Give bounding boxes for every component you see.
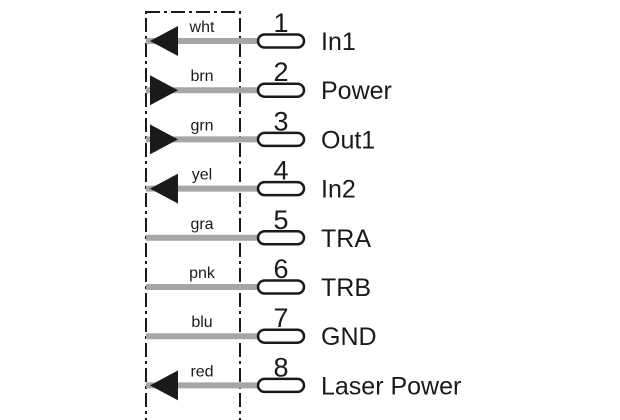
wire-color-label: brn: [190, 68, 213, 85]
arrow-right-icon: [150, 75, 178, 106]
wire-color-label: wht: [189, 19, 215, 36]
pin-contact: [256, 377, 306, 394]
pin-signal-name: In1: [321, 28, 356, 56]
pin-number: 6: [273, 254, 288, 284]
pin-number: 7: [273, 303, 288, 333]
pin-contact: [256, 180, 306, 197]
pin-contact: [256, 33, 306, 49]
pin-number: 5: [273, 205, 288, 235]
wire-color-label: blu: [191, 314, 212, 331]
wire-color-label: grn: [190, 117, 213, 134]
arrow-right-icon: [150, 124, 178, 155]
wire-color-label: yel: [192, 167, 212, 184]
pin-contact: [256, 230, 306, 246]
pin-contact: [256, 279, 306, 295]
pin-signal-name: TRA: [321, 225, 371, 253]
arrow-left-icon: [150, 26, 178, 56]
arrow-left-icon: [150, 173, 178, 204]
pin-contact: [256, 82, 306, 98]
pin-contact: [256, 131, 306, 148]
pin-number: 8: [273, 352, 288, 382]
pin-contact: [256, 328, 306, 344]
wire-color-label: red: [190, 363, 213, 380]
connector-housing-outline: [145, 11, 241, 420]
pin-number: 3: [273, 106, 288, 136]
pin-signal-name: Power: [321, 77, 392, 105]
pin-number: 1: [273, 8, 288, 38]
arrow-left-icon: [150, 370, 178, 401]
pin-signal-name: In2: [321, 176, 356, 204]
wire-color-label: pnk: [189, 265, 216, 282]
pin-signal-name: Out1: [321, 126, 375, 154]
wire-color-label: gra: [190, 216, 213, 233]
pin-signal-name: TRB: [321, 274, 371, 302]
pin-number: 2: [273, 57, 288, 87]
pin-number: 4: [273, 156, 288, 186]
pin-signal-name: GND: [321, 323, 377, 351]
pin-signal-name: Laser Power: [321, 372, 461, 400]
